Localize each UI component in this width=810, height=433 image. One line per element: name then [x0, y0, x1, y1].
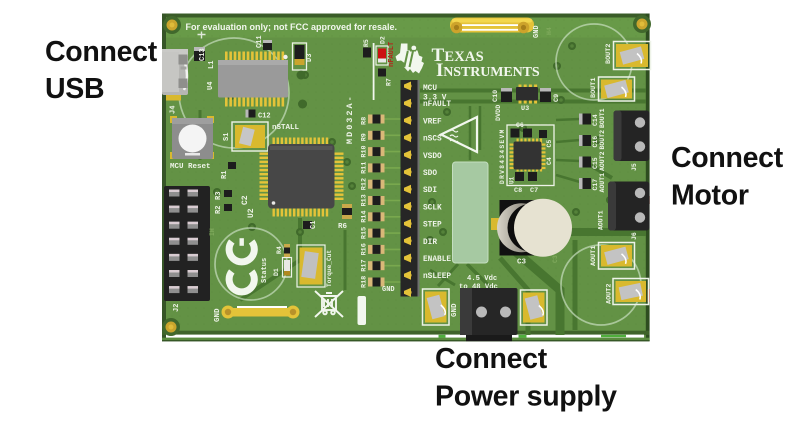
svg-text:Status: Status: [261, 258, 269, 283]
svg-text:to 48 Vdc: to 48 Vdc: [459, 284, 498, 292]
svg-text:4.5 Vdc: 4.5 Vdc: [467, 275, 497, 283]
svg-text:Connect: Connect: [45, 36, 158, 68]
svg-text:Torque_Cut: Torque_Cut: [326, 250, 333, 287]
svg-text:MCU: MCU: [423, 85, 437, 93]
svg-text:C10: C10: [492, 90, 500, 102]
svg-text:R3: R3: [215, 192, 223, 200]
svg-text:SDI: SDI: [423, 187, 437, 195]
svg-text:C1: C1: [310, 221, 318, 229]
svg-text:nSTALL: nSTALL: [272, 124, 300, 132]
svg-text:C13: C13: [199, 48, 207, 61]
svg-text:Connect: Connect: [671, 142, 784, 174]
svg-text:R13: R13: [361, 194, 369, 206]
svg-text:R5: R5: [363, 39, 370, 47]
svg-text:L1: L1: [208, 61, 216, 69]
svg-text:C4: C4: [546, 157, 553, 165]
svg-text:R10: R10: [361, 145, 369, 157]
svg-text:BOUT2: BOUT2: [605, 44, 613, 64]
svg-text:R14: R14: [361, 211, 369, 223]
svg-text:C17: C17: [592, 179, 599, 191]
svg-text:J4: J4: [170, 106, 178, 114]
svg-text:R8: R8: [361, 117, 369, 125]
svg-text:D3: D3: [306, 54, 314, 62]
svg-text:S1: S1: [223, 133, 231, 141]
svg-text:R1: R1: [221, 171, 229, 179]
svg-text:C9: C9: [553, 94, 561, 102]
svg-text:C14: C14: [592, 114, 599, 126]
svg-text:R4: R4: [276, 246, 283, 254]
svg-text:R12: R12: [361, 178, 369, 190]
svg-text:nSLEEP: nSLEEP: [423, 273, 451, 281]
svg-text:R18: R18: [361, 276, 369, 288]
svg-text:BOUT1: BOUT1: [590, 78, 598, 98]
svg-text:BOUT2: BOUT2: [599, 130, 606, 150]
svg-text:BOUT1: BOUT1: [599, 108, 606, 128]
svg-text:J2: J2: [173, 304, 181, 312]
svg-text:VREF: VREF: [423, 118, 442, 126]
svg-text:R6: R6: [338, 223, 348, 231]
svg-text:D1: D1: [273, 268, 280, 276]
svg-text:AOUT2: AOUT2: [606, 284, 614, 304]
svg-text:J6: J6: [631, 232, 638, 240]
svg-text:C3: C3: [552, 255, 559, 263]
svg-text:U3: U3: [521, 105, 529, 113]
svg-text:R9: R9: [361, 133, 369, 141]
svg-text:U1: U1: [509, 176, 516, 184]
svg-text:ENABLE: ENABLE: [423, 256, 451, 264]
svg-text:nFAULT: nFAULT: [423, 101, 451, 109]
svg-text:VSDO: VSDO: [423, 153, 442, 161]
svg-text:GND: GND: [214, 308, 222, 322]
svg-text:SDO: SDO: [423, 170, 437, 178]
svg-text:Connect: Connect: [435, 343, 548, 375]
svg-text:C5: C5: [546, 140, 553, 148]
svg-text:TEXAS: TEXAS: [432, 45, 484, 66]
svg-text:STEP: STEP: [423, 222, 442, 230]
svg-text:For evaluation only; not FCC: For evaluation only; not FCC approved fo…: [186, 22, 398, 32]
svg-text:R16: R16: [361, 243, 369, 255]
svg-text:3.3 V: 3.3 V: [423, 95, 447, 103]
svg-text:U2: U2: [247, 208, 256, 218]
svg-text:MCU Reset: MCU Reset: [170, 163, 211, 171]
svg-text:INSTRUMENTS: INSTRUMENTS: [436, 60, 540, 81]
svg-text:C8: C8: [514, 187, 522, 195]
svg-text:H4: H4: [546, 27, 553, 35]
svg-text:R11: R11: [361, 162, 369, 174]
svg-text:DIR: DIR: [423, 239, 437, 247]
svg-text:SCLK: SCLK: [423, 204, 442, 212]
svg-text:nSCS: nSCS: [423, 136, 442, 144]
svg-text:AOUT1: AOUT1: [598, 210, 605, 230]
svg-text:AOUT1: AOUT1: [599, 173, 606, 193]
svg-text:AOUT1: AOUT1: [590, 246, 598, 266]
svg-text:C3: C3: [517, 259, 527, 267]
svg-text:Power supply: Power supply: [435, 381, 617, 413]
svg-text:GND: GND: [451, 303, 459, 317]
svg-text:C16: C16: [592, 136, 599, 148]
svg-text:C7: C7: [530, 187, 538, 195]
svg-text:C11: C11: [256, 35, 264, 48]
svg-text:GND: GND: [533, 25, 541, 38]
svg-text:C2: C2: [241, 195, 250, 205]
svg-text:C15: C15: [592, 157, 599, 169]
svg-text:nFAULT: nFAULT: [388, 42, 396, 67]
svg-text:IH: IH: [209, 228, 216, 236]
svg-text:U4: U4: [207, 82, 215, 90]
svg-text:DVDD: DVDD: [495, 105, 503, 121]
svg-text:C6: C6: [516, 122, 524, 129]
svg-text:MD032A-: MD032A-: [345, 94, 355, 144]
svg-text:Motor: Motor: [671, 180, 749, 212]
svg-text:GND: GND: [382, 286, 395, 294]
svg-text:DRV8434SEVM: DRV8434SEVM: [499, 128, 506, 184]
svg-text:D2: D2: [380, 36, 387, 44]
svg-text:AOUT2: AOUT2: [599, 151, 606, 171]
svg-text:C12: C12: [258, 113, 271, 121]
svg-text:J5: J5: [631, 163, 638, 171]
svg-text:R7: R7: [386, 78, 393, 86]
svg-text:USB: USB: [45, 73, 104, 105]
svg-text:R17: R17: [361, 259, 369, 271]
svg-text:R2: R2: [215, 206, 223, 214]
svg-text:R15: R15: [361, 227, 369, 239]
